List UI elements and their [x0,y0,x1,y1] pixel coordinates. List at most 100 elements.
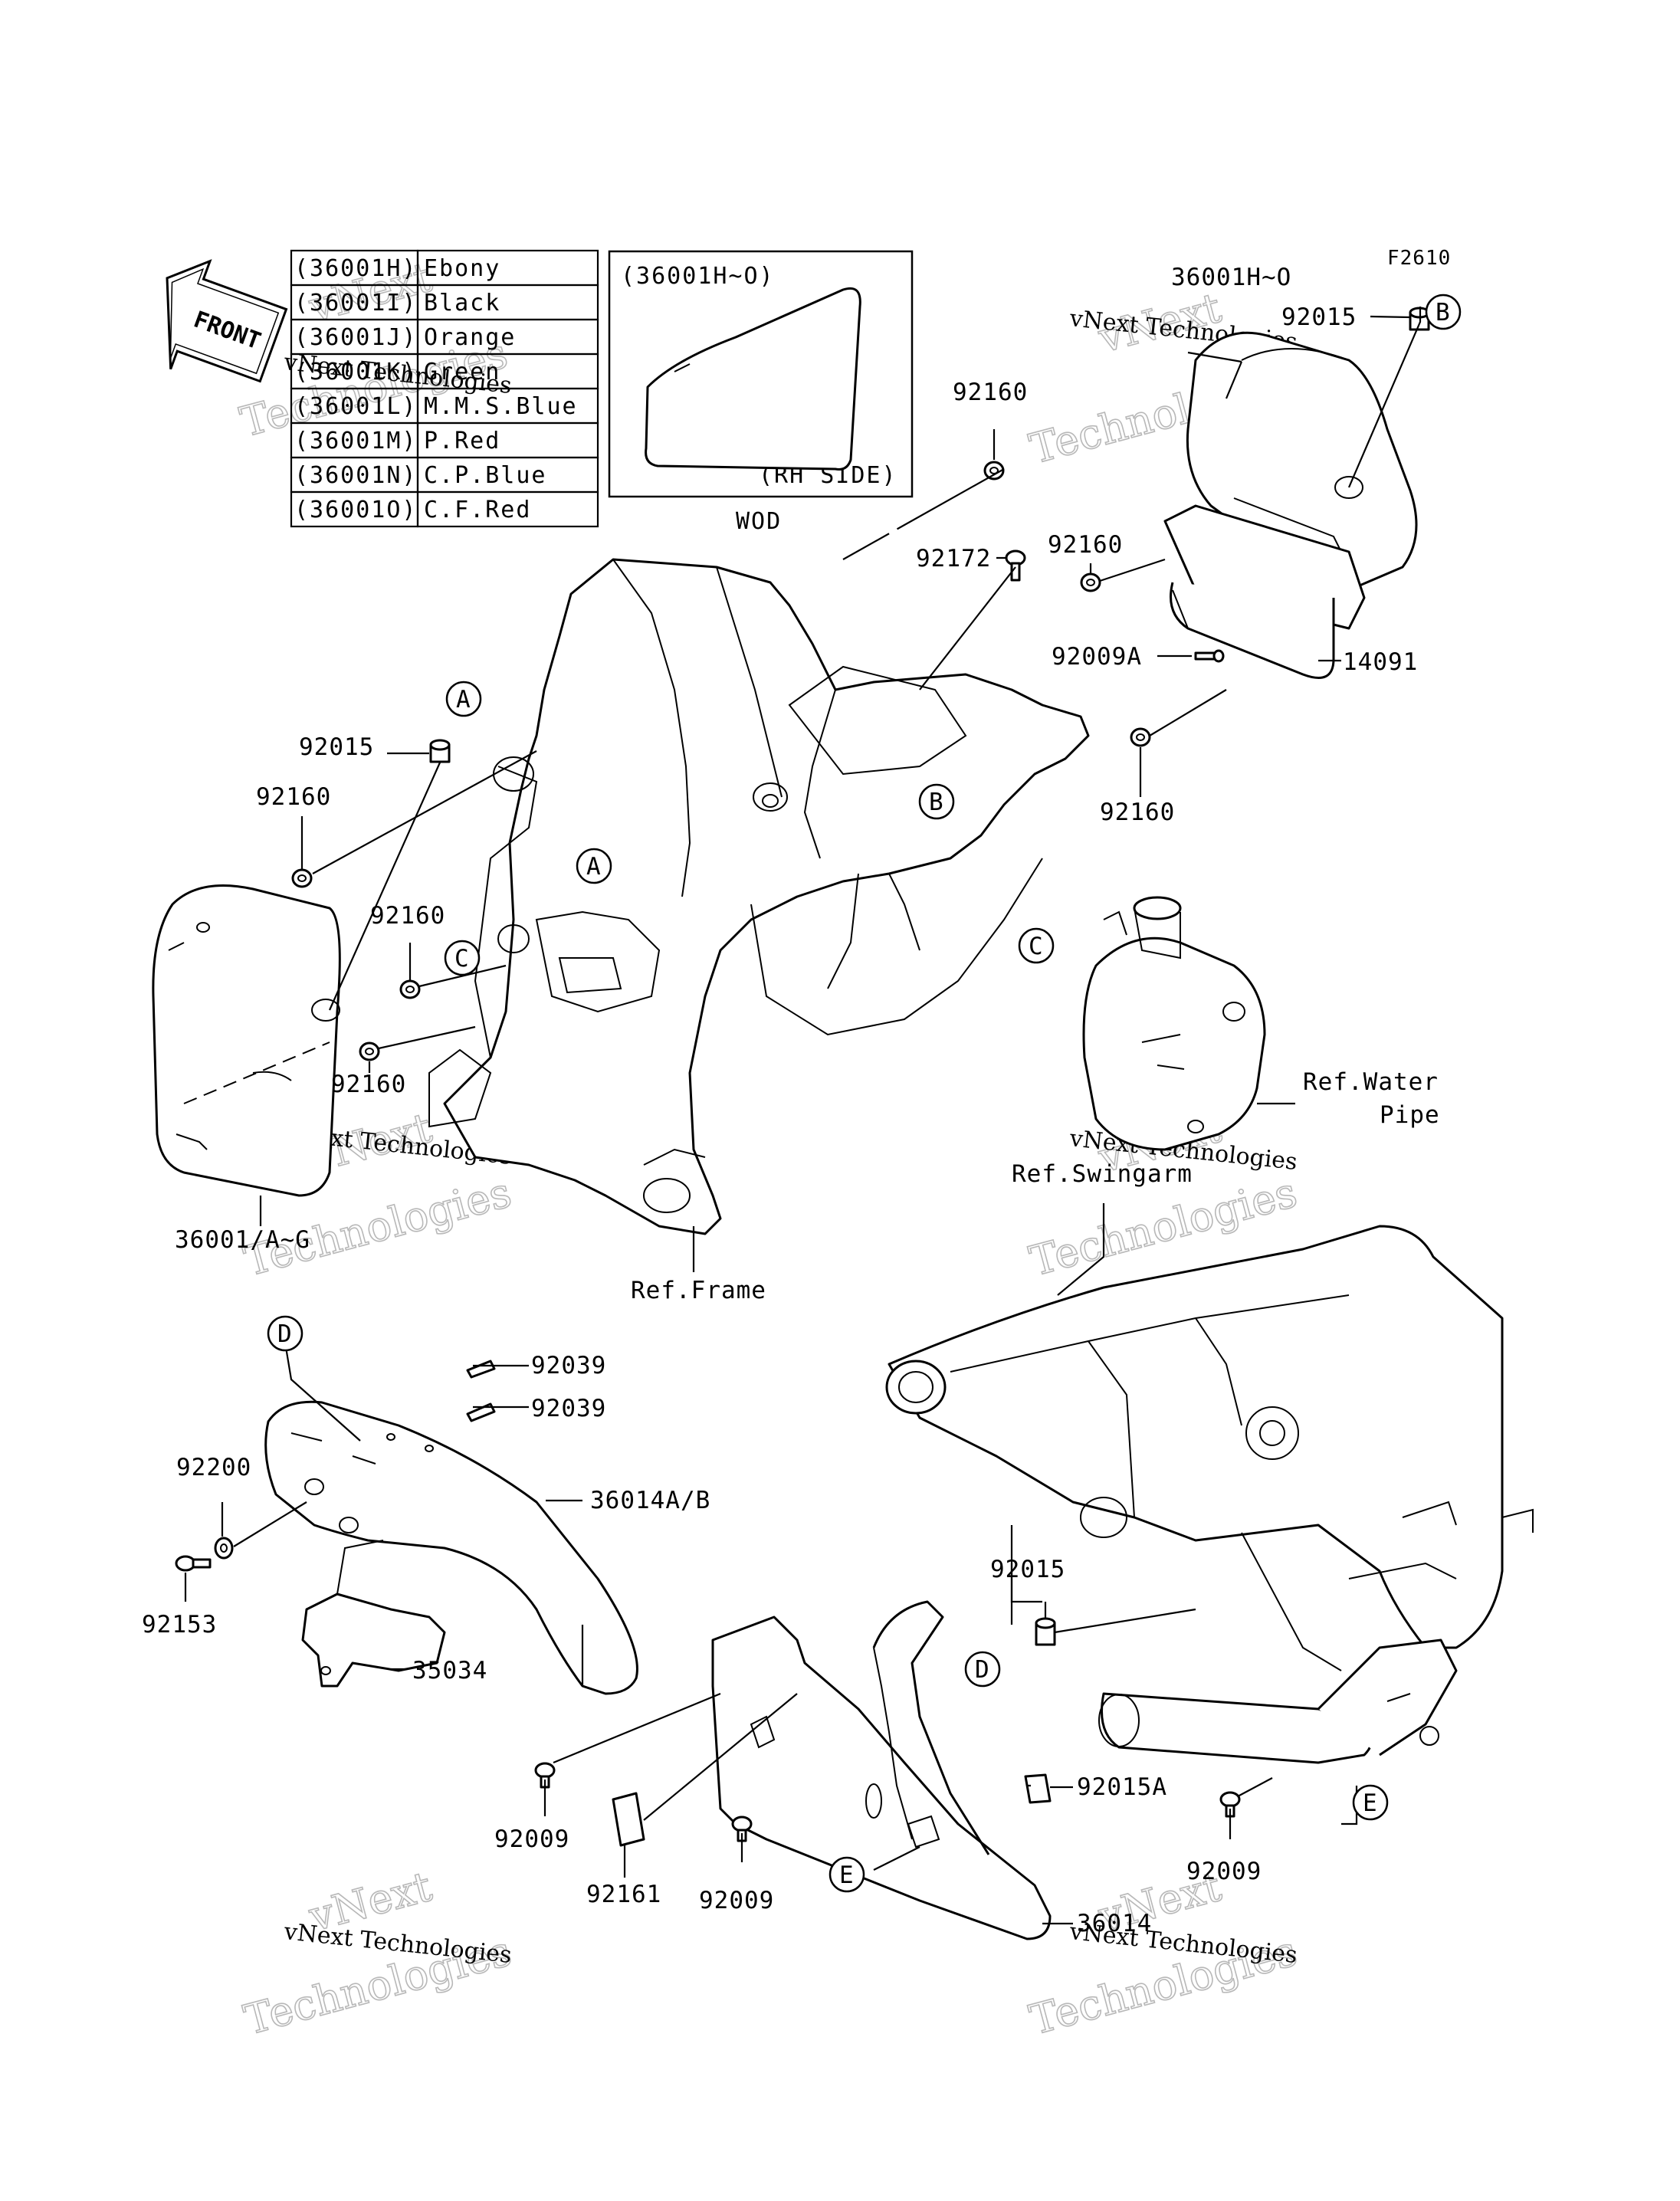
color-name: Black [424,290,500,317]
color-table-row: (36001L)M.M.S.Blue [290,387,599,425]
color-table-row: (36001N)C.P.Blue [290,456,599,494]
front-arrow-icon: FRONT [166,259,288,383]
color-code: (36001N) [294,462,418,489]
color-table: (36001H)Ebony(36001I)Black(36001J)Orange… [290,249,599,528]
label-92015-left: 92015 [299,733,374,761]
color-code: (36001M) [294,428,418,454]
color-name: Green [424,359,500,385]
label-92015-top: 92015 [1281,303,1357,331]
right-side-cover [1163,331,1418,679]
grommet-92160-top [983,461,1005,481]
label-ref-swingarm: Ref.Swingarm [1012,1160,1193,1188]
clip-92015A [1024,1773,1052,1804]
label-ref-pipe: Pipe [1380,1101,1440,1129]
label-36014AB: 36014A/B [590,1487,710,1514]
callout-circles: B B A A C C D D E E [267,294,1462,1893]
svg-text:B: B [929,789,944,816]
color-table-row: (36001H)Ebony [290,249,599,287]
inset-title: (36001H~O) [621,263,775,290]
left-side-cover [152,884,341,1197]
screw-92009A [1194,649,1225,663]
callout-E-guard: E [829,1856,865,1893]
lower-guard-36014 [711,1600,1052,1940]
label-36001HO: 36001H~O [1171,264,1291,291]
label-ref-water: Ref.Water [1303,1068,1439,1096]
grommet-92160-left [291,868,313,888]
callout-B-top: B [1425,294,1462,330]
svg-text:D: D [277,1320,293,1348]
color-name: Ebony [424,255,500,282]
label-92153: 92153 [142,1611,217,1638]
swingarm-assembly [885,1225,1534,1764]
color-table-row: (36001O)C.F.Red [290,490,599,528]
callout-C-pump: C [1018,927,1055,964]
label-92009-b: 92009 [699,1887,774,1914]
pad-92161 [612,1792,645,1847]
label-92009-c: 92009 [1186,1858,1262,1885]
color-name: M.M.S.Blue [424,393,578,420]
label-92172: 92172 [916,545,991,572]
label-92160-left3: 92160 [331,1071,406,1098]
label-92015A: 92015A [1077,1773,1167,1801]
color-table-row: (36001I)Black [290,284,599,321]
color-name: P.Red [424,428,500,454]
label-92039-b: 92039 [531,1395,606,1422]
callout-B-frame: B [918,783,955,820]
callout-D-top: D [267,1315,304,1352]
svg-text:D: D [975,1656,990,1684]
color-code: (36001L) [294,393,418,420]
svg-text:C: C [454,945,470,973]
figure-code: F2610 [1387,247,1451,270]
color-table-row: (36001M)P.Red [290,422,599,459]
watermark-bottom-right: vNext Technologies vNext Technologies [1024,1862,1302,2045]
label-92161: 92161 [586,1881,661,1908]
label-92160-top: 92160 [953,379,1028,406]
spacer-92015-low [1035,1617,1056,1646]
label-92009A: 92009A [1052,643,1142,671]
label-92160-mid: 92160 [1048,531,1123,559]
label-92009-a: 92009 [494,1825,569,1853]
label-ref-frame: Ref.Frame [631,1277,766,1304]
svg-text:A: A [456,686,471,713]
color-name: C.P.Blue [424,462,547,489]
color-code: (36001I) [294,290,418,317]
part-labels: 36001H~O 92015 92160 92172 92160 92009A … [142,264,1440,1937]
svg-text:A: A [586,853,602,881]
grommet-92160-right [1130,727,1151,747]
color-code: (36001K) [294,359,418,385]
color-code: (36001O) [294,497,418,523]
color-table-row: (36001K)Green [290,353,599,390]
label-36014: 36014 [1077,1910,1152,1937]
belt-guard [264,1400,638,1695]
label-35034: 35034 [412,1657,487,1684]
svg-text:E: E [1363,1789,1378,1817]
bolt-92009-a [534,1762,556,1789]
grommet-92160-mid [1080,572,1101,592]
label-92039-a: 92039 [531,1352,606,1379]
label-92015-low: 92015 [990,1556,1065,1583]
grommet-92015-left [429,739,451,763]
svg-text:E: E [839,1862,855,1889]
color-table-row: (36001J)Orange [290,318,599,356]
frame-assembly [428,558,1090,1235]
inset-panel: (36001H~O) (RH SIDE) WOD [608,250,914,535]
washer-92200 [214,1537,234,1560]
label-92160-right: 92160 [1100,799,1175,826]
pin-92039-a [466,1360,496,1379]
callout-A-frame: A [576,848,612,884]
label-92200: 92200 [176,1454,251,1481]
callout-C-left: C [444,940,481,976]
callout-A-left: A [445,681,482,717]
label-14091: 14091 [1343,648,1418,676]
color-name: C.F.Red [424,497,531,523]
bolt-92153 [175,1555,212,1572]
label-92160-left2: 92160 [370,902,445,930]
leader-lines [184,307,1422,1925]
color-code: (36001J) [294,324,418,351]
callout-E-swingarm: E [1352,1784,1389,1821]
side-cover-silhouette [645,287,861,471]
svg-text:C: C [1029,933,1044,960]
watermark-bottom-left: vNext Technologies vNext Technologies [238,1862,517,2045]
